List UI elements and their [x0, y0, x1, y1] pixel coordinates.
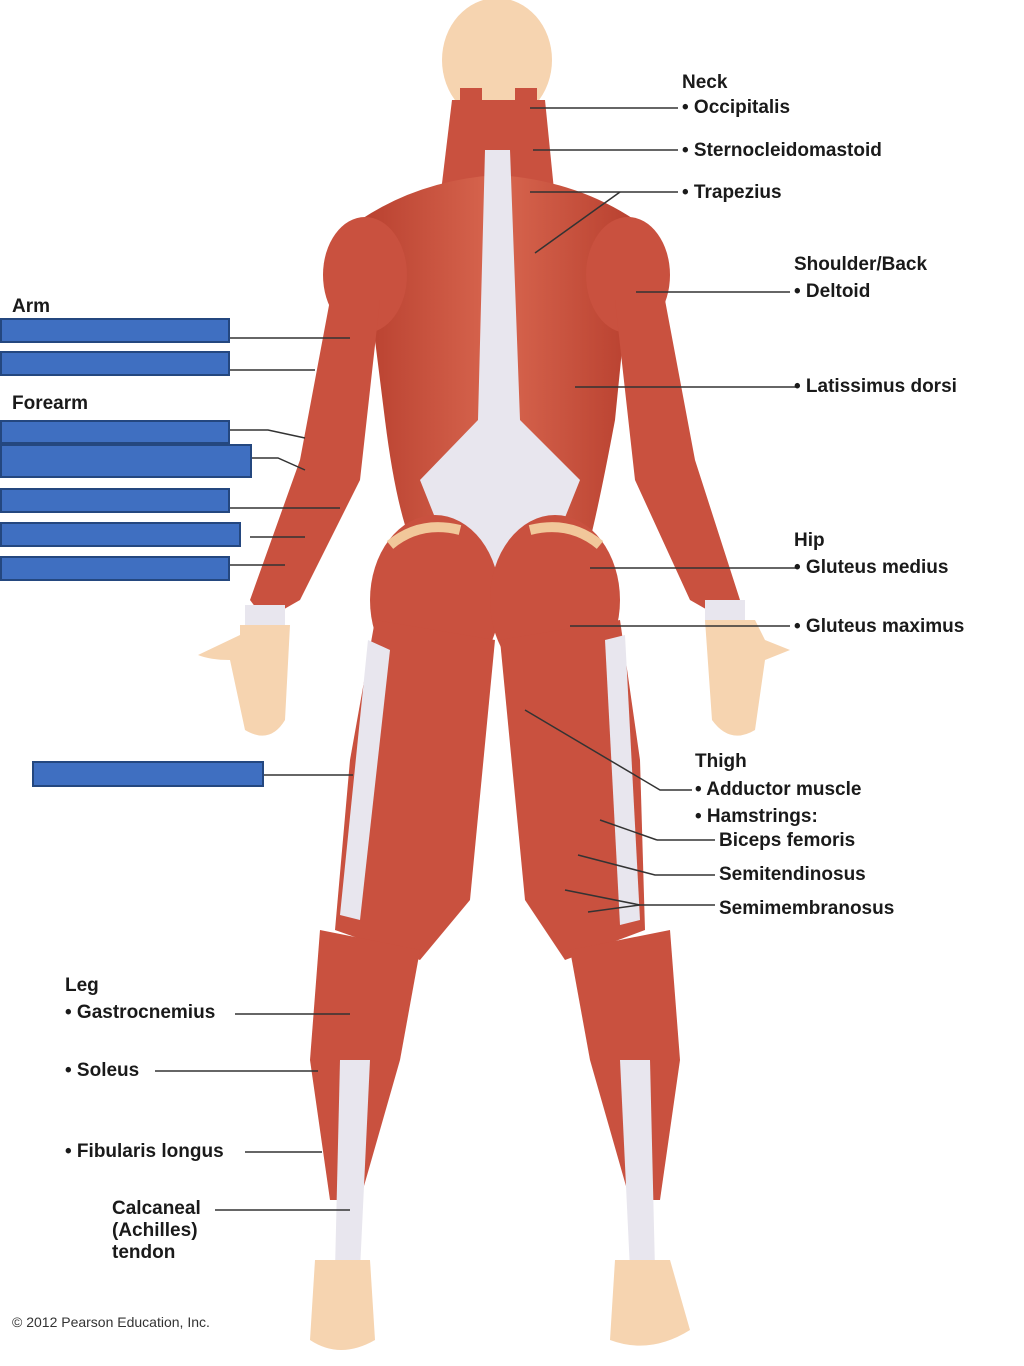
label-gluteus-medius: • Gluteus medius — [794, 557, 949, 578]
heading-thigh: Thigh — [695, 751, 747, 772]
label-soleus: • Soleus — [65, 1060, 140, 1081]
label-semitendinosus: Semitendinosus — [719, 864, 866, 885]
left-foot — [310, 1260, 375, 1350]
label-semimembranosus: Semimembranosus — [719, 898, 895, 919]
right-hand — [705, 620, 790, 736]
answer-mask-forearm-5 — [0, 556, 230, 581]
heading-forearm: Forearm — [12, 393, 89, 414]
label-biceps-femoris: Biceps femoris — [719, 830, 856, 851]
label-gluteus-maximus: • Gluteus maximus — [794, 616, 965, 637]
label-sternocleidomastoid: • Sternocleidomastoid — [682, 140, 882, 161]
label-trapezius: • Trapezius — [682, 182, 782, 203]
copyright: © 2012 Pearson Education, Inc. — [12, 1314, 210, 1330]
label-fibularis-longus: • Fibularis longus — [65, 1141, 224, 1162]
heading-hip: Hip — [794, 530, 825, 551]
leader-lines — [155, 107, 798, 1211]
answer-mask-forearm-2 — [0, 444, 252, 478]
answer-mask-arm-1 — [0, 318, 230, 343]
answer-mask-forearm-4 — [0, 522, 241, 547]
left-it-band — [340, 640, 390, 920]
heading-leg: Leg — [65, 975, 99, 996]
answer-mask-forearm-1 — [0, 420, 230, 444]
label-calcaneal-tendon: Calcaneal (Achilles) tendon — [112, 1198, 201, 1263]
heading-arm: Arm — [12, 296, 51, 317]
answer-mask-thigh — [32, 761, 264, 787]
left-arm — [250, 300, 380, 620]
spine-fascia — [420, 150, 580, 600]
label-gastrocnemius: • Gastrocnemius — [65, 1002, 216, 1023]
answer-mask-arm-2 — [0, 351, 230, 376]
label-hamstrings: • Hamstrings: — [695, 806, 818, 827]
heading-neck: Neck — [682, 72, 728, 93]
left-hand — [198, 625, 290, 736]
right-foot — [610, 1260, 690, 1346]
label-latissimus-dorsi: • Latissimus dorsi — [794, 376, 957, 397]
right-it-band — [605, 635, 640, 925]
answer-mask-forearm-3 — [0, 488, 230, 513]
heading-shoulder-back: Shoulder/Back — [794, 254, 928, 275]
label-occipitalis: • Occipitalis — [682, 97, 791, 118]
label-adductor-muscle: • Adductor muscle — [695, 779, 862, 800]
label-deltoid: • Deltoid — [794, 281, 871, 302]
right-arm — [615, 300, 740, 620]
